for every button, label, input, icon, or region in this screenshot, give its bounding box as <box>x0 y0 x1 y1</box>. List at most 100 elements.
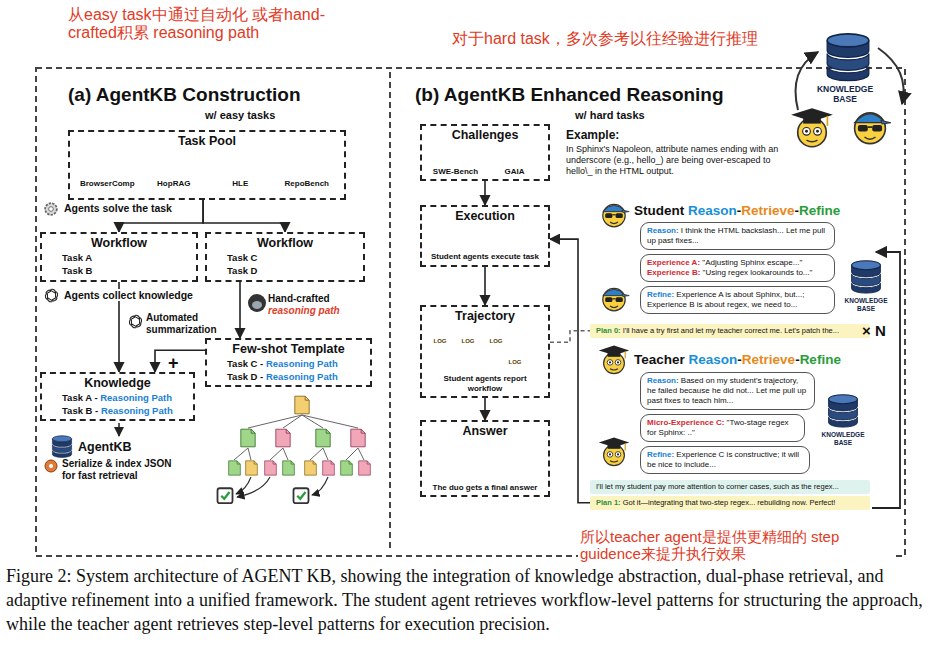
node-text: Experience B: <box>647 268 700 277</box>
node-text: "Adjusting Sphinx escape..." <box>702 258 802 267</box>
plus-sign: + <box>168 355 179 371</box>
agent-header: TeacherReason-Retrieve-Refine <box>634 352 841 367</box>
label-text: - <box>795 352 800 367</box>
step-label: Agents collect knowledge <box>62 289 195 301</box>
label-text: LOG <box>434 338 447 344</box>
text-line: Reason:Based on my student's trajectory,… <box>647 376 808 406</box>
node-text: Task Pool <box>178 134 236 148</box>
node-text: HopRAG <box>141 179 208 189</box>
challenges-box: ChallengesSWE-BenchGAIA <box>420 124 550 181</box>
label-text: 对于hard task，多次参考以往经验进行推理 <box>452 30 758 47</box>
text-line: Task D <box>211 264 359 277</box>
node-text: Experience A: <box>647 258 700 267</box>
text-line: Experience A:"Adjusting Sphinx escape...… <box>647 258 828 268</box>
label-text: × N <box>862 322 886 339</box>
connector <box>155 350 205 372</box>
node-text: HLE <box>207 179 274 189</box>
example-text: Example: In Sphinx's Napoleon, attribute … <box>566 128 781 177</box>
kb-label: KNOWLEDGE BASE <box>836 297 896 312</box>
text-line: Task B <box>46 264 192 277</box>
label-text: Refine <box>800 352 841 367</box>
label-text: LOG <box>509 359 522 365</box>
speech-bubble: Reason:I think the HTML backslash... Let… <box>640 222 835 250</box>
label-text: Retrieve <box>742 352 795 367</box>
node-text: Knowledge <box>84 376 151 390</box>
node-text: Got it—integrating that two-step regex..… <box>623 498 836 507</box>
text-line: I'll let my student pay more attention t… <box>596 482 864 492</box>
execution-box: ExecutionStudent agents execute task <box>420 205 550 267</box>
text-line: Execution <box>426 209 544 224</box>
text-line: Plan 1:Got it—integrating that two-step … <box>596 498 864 508</box>
text-line: Few-shot Template <box>211 342 366 357</box>
label-text: 所以teacher agent是提供更精细的 step guidence来提升执… <box>580 528 839 562</box>
node-text: Reason: <box>647 376 679 385</box>
text-line: SWE-BenchGAIA <box>426 167 544 177</box>
log-label: LOG <box>458 338 478 345</box>
text-line: Student agents execute task <box>426 252 544 262</box>
step-label: Agents solve the task <box>62 202 174 214</box>
log-label: LOG <box>486 338 506 345</box>
label-text: KNOWLEDGE BASE <box>817 84 873 104</box>
node-text: The duo gets a final answer <box>433 483 538 492</box>
label-text: Example: <box>566 128 781 142</box>
node-text: Task D - <box>227 371 263 382</box>
kb-name: AgentKB <box>78 440 131 454</box>
label-text: In Sphinx's Napoleon, attribute names en… <box>566 144 778 176</box>
annotation: 对于hard task，多次参考以往经验进行推理 <box>452 30 758 48</box>
node-text: Task C <box>227 252 257 263</box>
node-text: Task D <box>227 265 257 276</box>
node-text: Few-shot Template <box>232 342 344 356</box>
kb-label: KNOWLEDGE BASE <box>813 431 873 446</box>
label-text: Retrieve <box>741 203 794 218</box>
kb-label: KNOWLEDGE BASE <box>805 84 885 104</box>
node-text: Task B - <box>62 405 98 416</box>
node-text: I'll have a try first and let my teacher… <box>623 326 839 335</box>
text-line: Experience B:"Using regex lookarounds to… <box>647 268 828 278</box>
label-text: Teacher <box>634 352 685 367</box>
text-line: Student agents report workflow <box>426 374 544 394</box>
text-line: Challenges <box>426 128 544 143</box>
step-label: Serialize & index JSON for fast retrieva… <box>62 458 187 482</box>
label-text: Hand-crafted <box>268 293 353 305</box>
label-text: 从easy task中通过自动化 或者hand-crafted积累 reason… <box>68 6 325 41</box>
connector <box>239 282 241 338</box>
label-text: KNOWLEDGE BASE <box>845 297 888 312</box>
text-line: Trajectory <box>426 309 544 324</box>
label-text: w/ easy tasks <box>205 109 275 121</box>
speech-bubble: Micro-Experience C:"Two-stage regex for … <box>640 414 805 442</box>
node-text: Plan 1: <box>596 498 621 507</box>
node-text: Refine: <box>647 450 674 459</box>
node-text: Student agents execute task <box>431 252 539 261</box>
node-text: RepoBench <box>274 179 341 189</box>
node-text: Student agents report workflow <box>443 374 526 393</box>
label-text: Agents collect knowledge <box>64 289 193 301</box>
connector <box>550 239 590 503</box>
label-text: KNOWLEDGE BASE <box>822 431 865 446</box>
text-line: Micro-Experience C:"Two-stage regex for … <box>647 418 798 438</box>
plan-band: Plan 1:Got it—integrating that two-step … <box>590 496 870 510</box>
agent-header: StudentReason-Retrieve-Refine <box>634 203 840 218</box>
node-text: Refine: <box>647 290 674 299</box>
text-line: Task A -Reasoning Path <box>46 391 189 404</box>
panel-subtitle: w/ easy tasks <box>205 109 275 121</box>
label-text: Student <box>634 203 684 218</box>
label-text: - <box>737 352 742 367</box>
task-pool-box: Task PoolBrowserCompHopRAGHLERepoBench <box>68 130 346 200</box>
node-text: Task A <box>62 252 92 263</box>
step-label: Automated summarization <box>146 312 226 336</box>
label-text: reasoning path <box>268 305 353 317</box>
speech-bubble: Refine:Experience A is about Sphinx, but… <box>640 286 835 314</box>
text-line: Plan 0:I'll have a try first and let my … <box>596 326 864 336</box>
label-text: Reason <box>688 203 737 218</box>
trajectory-box: TrajectoryStudent agents report workflow <box>420 305 550 398</box>
text-line: Workflow <box>46 236 192 251</box>
text-line: Task C <box>211 251 359 264</box>
node-text: Reasoning Path <box>100 392 172 403</box>
workflow-box: WorkflowTask CTask D <box>205 232 365 282</box>
text-line: Task Pool <box>74 134 340 149</box>
workflow-box: WorkflowTask ATask B <box>40 232 198 282</box>
text-line: Knowledge <box>46 376 189 391</box>
node-text: Task C - <box>227 358 263 369</box>
node-text: Micro-Experience C: <box>647 418 724 427</box>
panel-title: (a) AgentKB Construction <box>68 84 301 106</box>
